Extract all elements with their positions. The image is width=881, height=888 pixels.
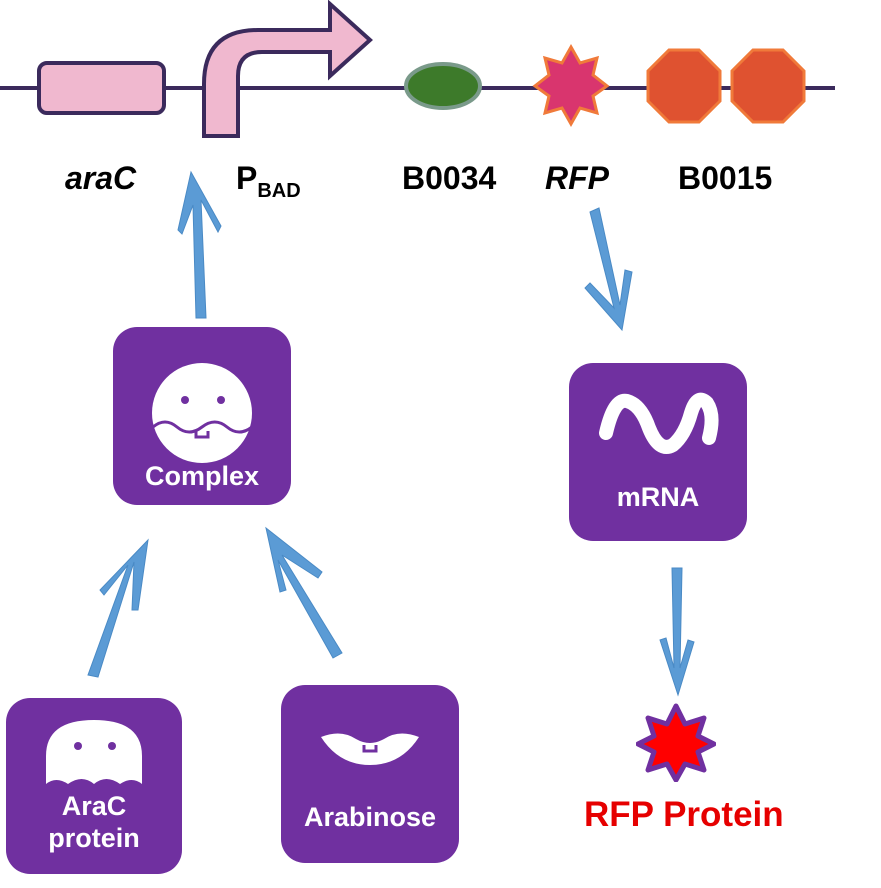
arac-protein-label-line1: AraC <box>61 791 127 821</box>
complex-node: Complex <box>113 327 291 505</box>
pbad-label: PBAD <box>236 162 301 201</box>
arabinose-label: Arabinose <box>303 802 437 832</box>
terminator-label: B0015 <box>678 160 773 196</box>
rbs-label: B0034 <box>402 160 497 196</box>
arrow-arac-to-complex <box>87 538 149 678</box>
mrna-node: mRNA <box>569 363 747 541</box>
arac-protein-label: AraC protein <box>6 790 182 855</box>
pbad-promoter-shape <box>202 0 373 138</box>
arac-protein-label-line2: protein <box>48 823 140 854</box>
terminator-octagon-1 <box>646 48 722 124</box>
pbad-label-sub: BAD <box>257 180 301 202</box>
rbs-shape <box>404 62 482 110</box>
arac-label: araC <box>65 160 137 196</box>
terminator-octagon-2 <box>730 48 806 124</box>
rfp-protein-star-icon <box>636 703 716 782</box>
rfp-protein-label: RFP Protein <box>584 795 784 834</box>
arabinose-icon <box>321 733 419 765</box>
rfp-label: RFP <box>545 160 609 196</box>
arrows <box>87 170 695 697</box>
mrna-label: mRNA <box>616 482 700 512</box>
arrow-rfp-to-mrna <box>584 207 633 332</box>
mrna-wave-icon <box>599 392 719 454</box>
rfp-gene-star <box>532 43 610 128</box>
pbad-label-main: P <box>236 160 258 196</box>
arrow-arabinose-to-complex <box>265 526 343 659</box>
complex-label: Complex <box>144 461 260 491</box>
arabinose-node: Arabinose <box>281 685 459 863</box>
arac-protein-icon <box>46 720 142 784</box>
arrow-mrna-to-rfp-protein <box>659 567 695 697</box>
arac-protein-node: AraC protein <box>6 698 182 874</box>
arac-gene-shape <box>37 61 166 115</box>
complex-face-icon <box>152 363 253 463</box>
arrow-complex-to-pbad <box>177 170 222 319</box>
